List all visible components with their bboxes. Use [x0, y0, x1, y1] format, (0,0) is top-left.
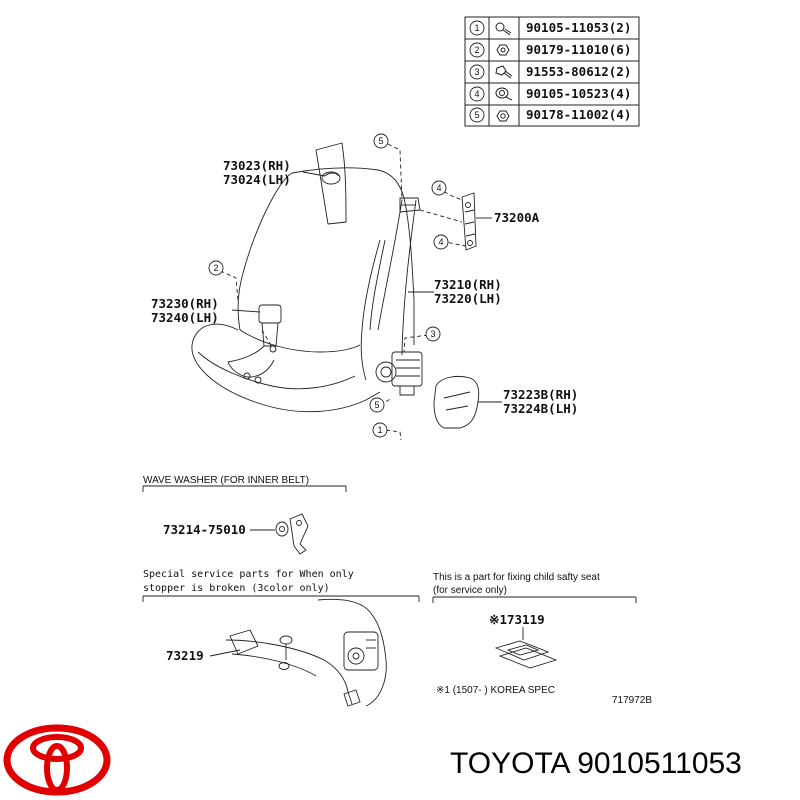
child-bracket	[432, 596, 637, 669]
special-bracket	[142, 595, 420, 602]
table-part-1: 90105-11053(2)	[526, 20, 631, 35]
korea-spec-note: ※1 (1507- ) KOREA SPEC	[436, 685, 555, 696]
child-note-line1: This is a part for fixing child safty se…	[433, 572, 600, 583]
callout-belt-lh: 73220(LH)	[434, 291, 502, 306]
callout-belt-rh: 73210(RH)	[434, 277, 502, 292]
marker-4-bottom: 4	[438, 237, 443, 247]
washer-part-label: 73214-75010	[163, 522, 246, 537]
parts-table	[464, 16, 640, 127]
table-part-4: 90105-10523(4)	[526, 86, 631, 101]
child-note-line2: (for service only)	[433, 585, 507, 596]
marker-1: 1	[377, 425, 382, 435]
marker-5-top: 5	[378, 136, 383, 146]
diagram-id: 717972B	[612, 695, 652, 706]
table-ref-5: 5	[474, 110, 479, 120]
callout-pillar-lh: 73024(LH)	[223, 172, 291, 187]
brand-part-number: TOYOTA 9010511053	[450, 747, 742, 780]
callout-buckle-lh: 73240(LH)	[151, 310, 219, 325]
stopper-part-label: 73219	[166, 648, 204, 663]
table-part-2: 90179-11010(6)	[526, 42, 631, 57]
table-ref-3: 3	[474, 67, 479, 77]
bolt-icon	[495, 22, 512, 36]
table-ref-4: 4	[474, 89, 479, 99]
toyota-logo	[3, 724, 111, 796]
flange-nut-icon	[496, 110, 510, 122]
special-note-line2: stopper is broken (3color only)	[143, 583, 330, 594]
callout-pillar-rh: 73023(RH)	[223, 158, 291, 173]
marker-4-top: 4	[436, 183, 441, 193]
marker-2: 2	[213, 263, 218, 273]
wave-washer-bracket	[142, 485, 347, 555]
callout-buckle-rh: 73230(RH)	[151, 296, 219, 311]
callout-cover-rh: 73223B(RH)	[503, 387, 578, 402]
wave-washer-heading: WAVE WASHER (FOR INNER BELT)	[143, 475, 309, 486]
solid-leaders	[231, 171, 502, 403]
flange-bolt-icon	[495, 87, 513, 101]
table-part-3: 91553-80612(2)	[526, 64, 631, 79]
table-part-5: 90178-11002(4)	[526, 107, 631, 122]
stud-bolt-icon	[495, 65, 513, 79]
callout-cover-lh: 73224B(LH)	[503, 401, 578, 416]
stopper-drawing	[209, 598, 387, 707]
parts-table-ref-circles	[469, 20, 485, 123]
table-ref-1: 1	[474, 23, 479, 33]
nut-icon	[496, 44, 510, 56]
callout-adjuster: 73200A	[494, 210, 540, 225]
marker-5-bottom: 5	[374, 400, 379, 410]
child-part-label: ※173119	[489, 612, 545, 627]
ref-marker-circles	[208, 133, 449, 438]
marker-3: 3	[430, 329, 435, 339]
table-ref-2: 2	[474, 45, 479, 55]
special-note-line1: Special service parts for When only	[143, 569, 354, 580]
